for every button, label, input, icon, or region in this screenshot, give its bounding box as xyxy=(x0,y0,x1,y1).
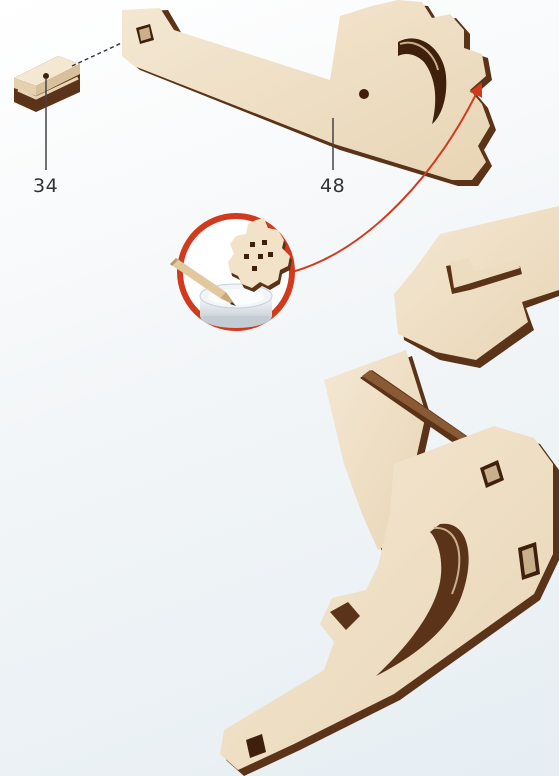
part-number-48: 48 xyxy=(320,175,345,197)
wax-lubrication-icon xyxy=(170,216,292,328)
part-34-dashed-guide xyxy=(72,40,128,66)
part-34-block xyxy=(14,56,80,112)
part-number-34: 34 xyxy=(33,175,58,197)
part-48-arm xyxy=(122,0,496,186)
